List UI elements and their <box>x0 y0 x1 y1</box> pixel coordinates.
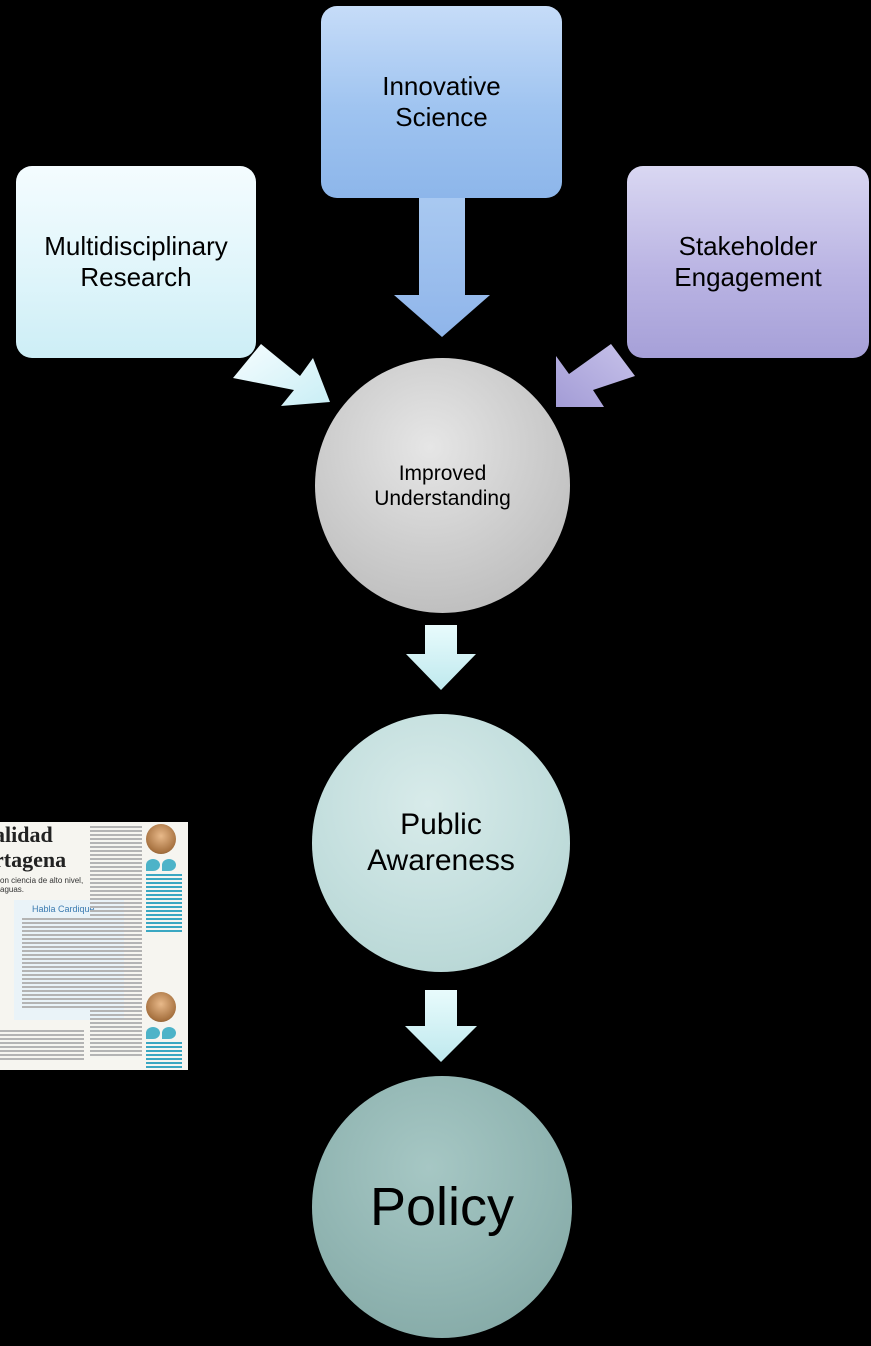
arrow-science-to-understanding <box>394 196 490 337</box>
arrow-stakeholder-to-understanding <box>556 344 635 407</box>
multidisciplinary-research-box: Multidisciplinary Research <box>16 166 256 358</box>
stakeholder-engagement-box: Stakeholder Engagement <box>627 166 869 358</box>
newspaper-sidebar: Habla Cardique <box>14 900 124 1020</box>
newspaper-headline: alidad rtagena <box>0 822 67 872</box>
public-awareness-circle: Public Awareness <box>312 714 570 972</box>
understanding-label: Improved Understanding <box>374 461 511 510</box>
avatar <box>146 992 176 1022</box>
newspaper-column-text <box>90 826 142 1058</box>
newspaper-bottom-text <box>0 1030 84 1062</box>
newspaper-quote-text <box>146 1042 182 1070</box>
newspaper-clipping-image: alidad rtagena on ciencia de alto nivel,… <box>0 822 188 1070</box>
innovative-science-box: Innovative Science <box>321 6 562 198</box>
awareness-label: Public Awareness <box>367 808 515 877</box>
newspaper-quote-text <box>146 874 182 934</box>
quote-bubbles-icon <box>146 858 178 876</box>
research-label: Multidisciplinary Research <box>44 231 228 292</box>
science-label: Innovative Science <box>382 71 501 132</box>
arrow-understanding-to-awareness <box>406 625 476 690</box>
policy-label: Policy <box>369 1177 515 1237</box>
quote-bubbles-icon <box>146 1026 178 1044</box>
improved-understanding-circle: Improved Understanding <box>315 358 570 613</box>
newspaper-sidebar-title: Habla Cardique <box>32 904 95 914</box>
arrow-research-to-understanding <box>233 344 330 406</box>
arrow-awareness-to-policy-shape <box>405 990 477 1062</box>
stakeholder-label: Stakeholder Engagement <box>674 231 822 292</box>
policy-circle: Policy <box>312 1076 572 1338</box>
newspaper-sidebar-text <box>22 918 116 1010</box>
newspaper-subhead: on ciencia de alto nivel, aguas. <box>0 876 84 894</box>
avatar <box>146 824 176 854</box>
